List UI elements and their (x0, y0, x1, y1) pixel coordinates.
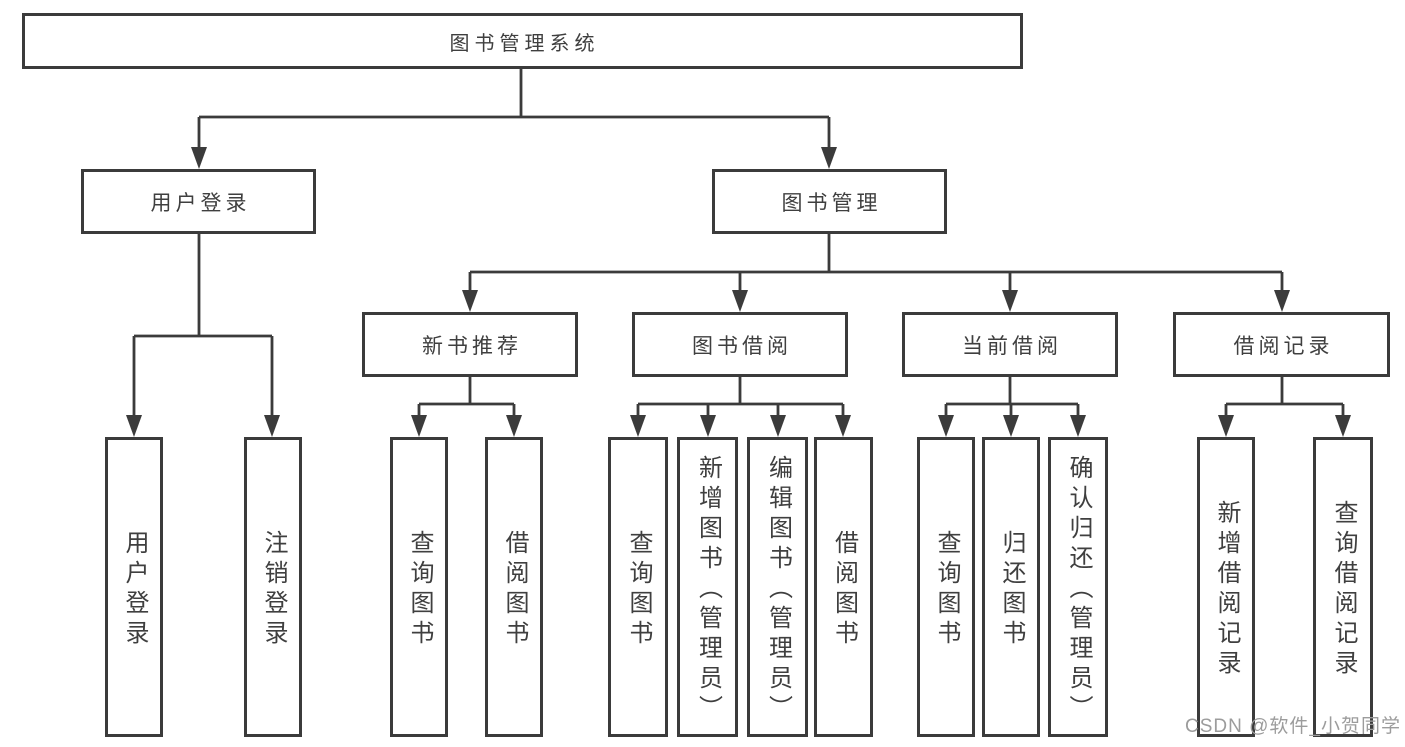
node-label: 图书管理 (781, 191, 882, 215)
leaf-newbook-query-books: 查询图书 (390, 437, 448, 737)
node-label: 用户登录 (121, 530, 148, 650)
node-label: 用户登录 (150, 191, 251, 215)
leaf-records-add-record: 新增借阅记录 (1197, 437, 1255, 737)
node-label: 编辑图书（管理员） (764, 455, 792, 725)
node-label: 新增借阅记录 (1213, 500, 1240, 680)
arrow-icon (821, 147, 837, 169)
node-library-system: 图书管理系统 (22, 13, 1023, 69)
node-borrowing-records: 借阅记录 (1173, 312, 1390, 377)
arrow-icon (1070, 415, 1086, 437)
leaf-borrowing-query-books: 查询图书 (608, 437, 668, 737)
node-label: 查询借阅记录 (1330, 500, 1357, 680)
leaf-current-query-books: 查询图书 (917, 437, 975, 737)
arrow-icon (630, 415, 646, 437)
leaf-user-login: 用户登录 (105, 437, 163, 737)
arrow-icon (264, 415, 280, 437)
arrow-icon (462, 290, 478, 312)
leaf-current-confirm-return-admin: 确认归还（管理员） (1048, 437, 1108, 737)
leaf-logout: 注销登录 (244, 437, 302, 737)
arrow-icon (506, 415, 522, 437)
arrow-icon (1002, 290, 1018, 312)
arrow-icon (1003, 415, 1019, 437)
node-book-borrowing: 图书借阅 (632, 312, 848, 377)
node-label: 查询图书 (406, 530, 433, 650)
node-label: 借阅图书 (830, 530, 858, 650)
leaf-current-return-books: 归还图书 (982, 437, 1040, 737)
node-label: 查询图书 (625, 530, 652, 650)
arrow-icon (770, 415, 786, 437)
arrow-icon (126, 415, 142, 437)
node-label: 当前借阅 (962, 334, 1062, 358)
node-user-login: 用户登录 (81, 169, 316, 234)
leaf-newbook-borrow-books: 借阅图书 (485, 437, 543, 737)
leaf-records-query-record: 查询借阅记录 (1313, 437, 1373, 737)
node-current-borrowing: 当前借阅 (902, 312, 1118, 377)
node-label: 图书管理系统 (449, 32, 600, 55)
node-label: 确认归还（管理员） (1065, 455, 1092, 725)
node-label: 借阅记录 (1233, 334, 1334, 358)
node-label: 图书借阅 (692, 334, 792, 358)
leaf-borrowing-edit-books-admin: 编辑图书（管理员） (747, 437, 808, 737)
node-book-management: 图书管理 (712, 169, 947, 234)
arrow-icon (938, 415, 954, 437)
arrow-icon (835, 415, 851, 437)
watermark: CSDN @软件_小贺同学 (1185, 716, 1401, 737)
node-new-book-recommend: 新书推荐 (362, 312, 578, 377)
arrow-icon (700, 415, 716, 437)
node-label: 新增图书（管理员） (694, 455, 722, 725)
node-label: 查询图书 (933, 530, 960, 650)
node-label: 归还图书 (998, 530, 1025, 650)
node-label: 新书推荐 (422, 334, 522, 358)
leaf-borrowing-add-books-admin: 新增图书（管理员） (677, 437, 738, 737)
arrow-icon (732, 290, 748, 312)
arrow-icon (1335, 415, 1351, 437)
node-label: 借阅图书 (501, 530, 528, 650)
leaf-borrowing-borrow-books: 借阅图书 (814, 437, 873, 737)
node-label: 注销登录 (260, 530, 287, 650)
arrow-icon (191, 147, 207, 169)
arrow-icon (1274, 290, 1290, 312)
arrow-icon (411, 415, 427, 437)
arrow-icon (1218, 415, 1234, 437)
